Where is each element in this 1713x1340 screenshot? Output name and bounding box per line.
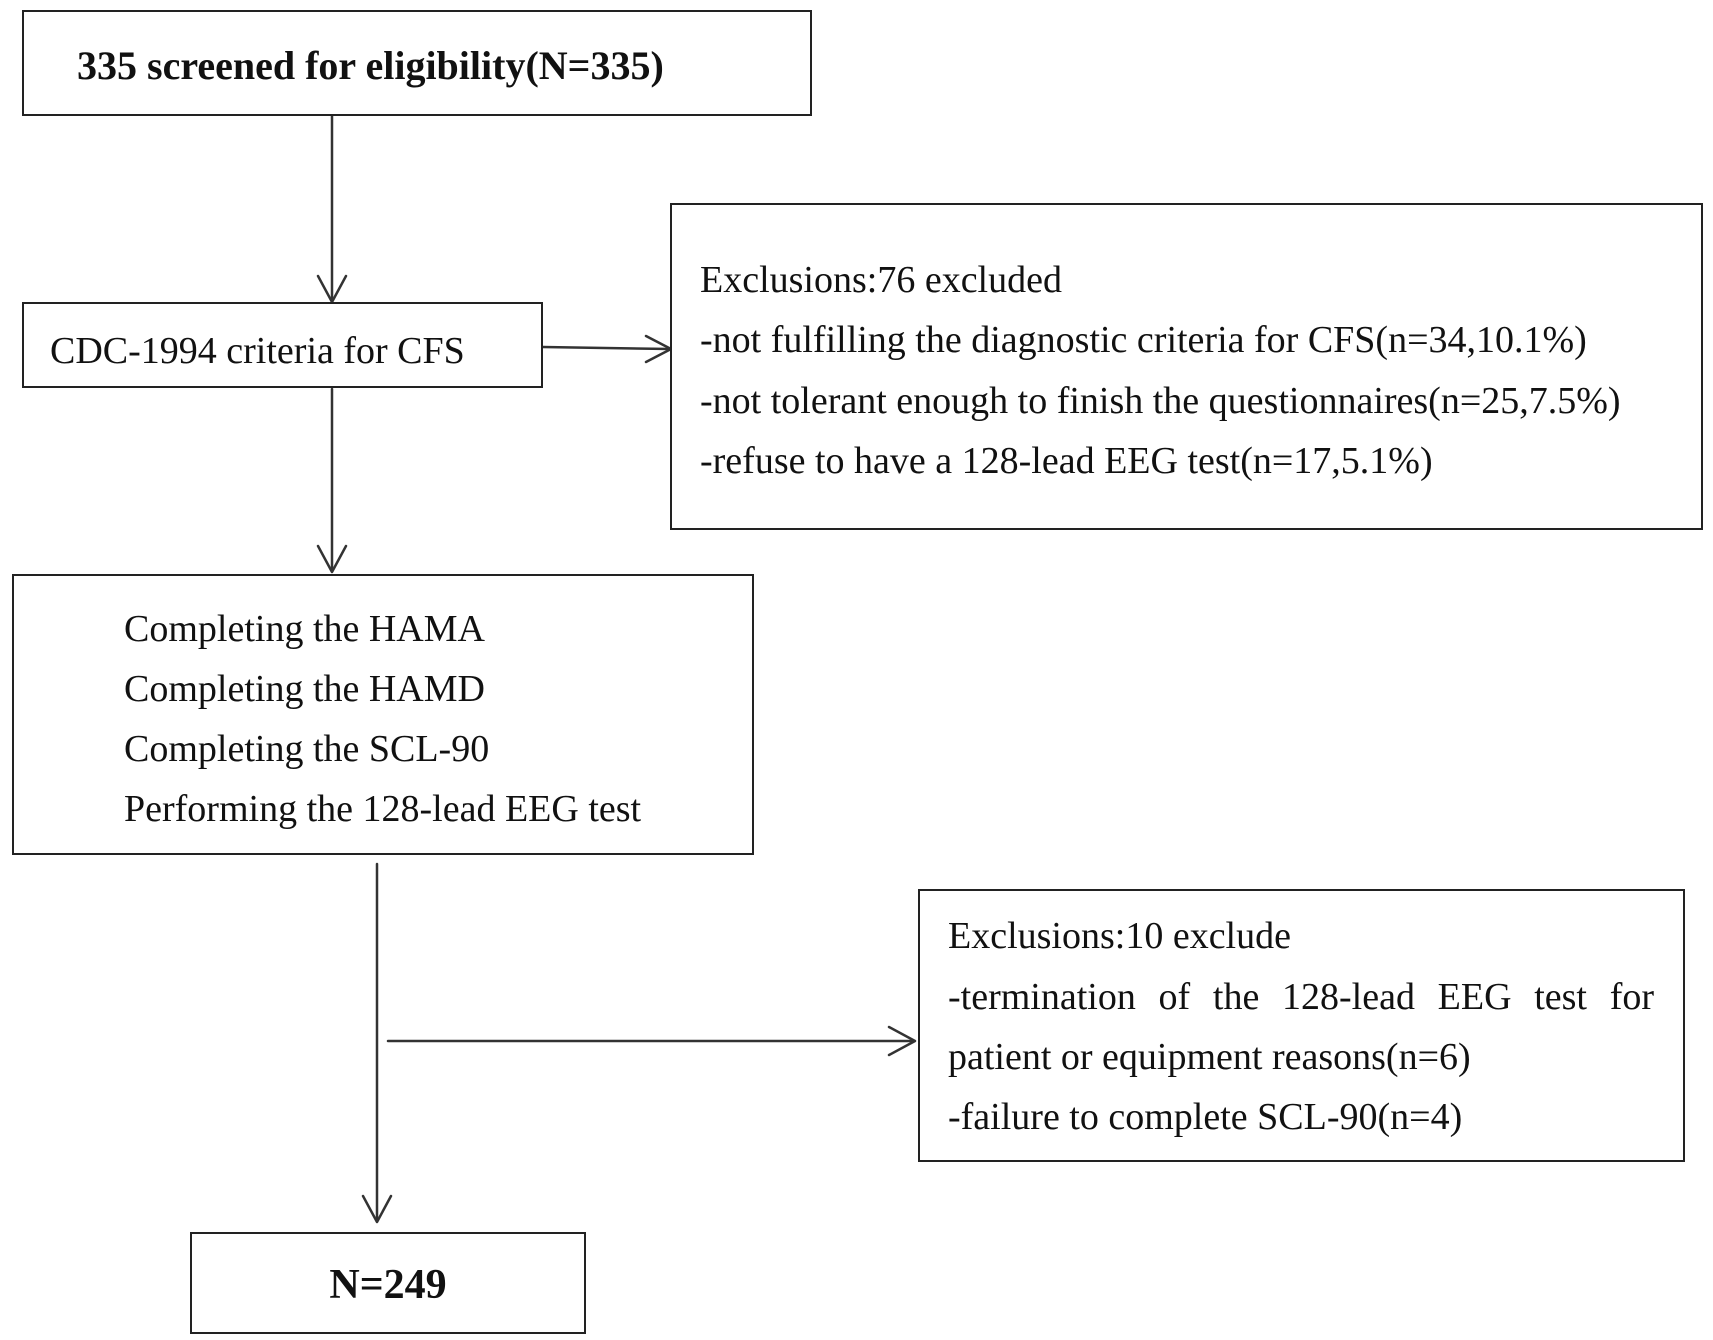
exclusion-item-questionnaires: -not tolerant enough to finish the quest…: [700, 380, 1621, 422]
exclusion-item-eeg-refusal: -refuse to have a 128-lead EEG test(n=17…: [700, 440, 1433, 482]
assessment-item-scl90: Completing the SCL-90: [124, 728, 490, 770]
exclusions-76-box: Exclusions:76 excluded -not fulfilling t…: [670, 203, 1703, 530]
arrow-criteria-to-exclusions: [541, 345, 672, 351]
exclusion-item-scl90-failure: -failure to complete SCL-90(n=4): [948, 1096, 1463, 1138]
exclusion-item-eeg-termination-cont: patient or equipment reasons(n=6): [948, 1036, 1471, 1078]
assessment-item-hamd: Completing the HAMD: [124, 668, 485, 710]
final-box: N=249: [190, 1232, 586, 1334]
screening-text: 335 screened for eligibility(N=335): [77, 43, 664, 88]
assessment-item-eeg: Performing the 128-lead EEG test: [124, 788, 642, 830]
assessment-item-hama: Completing the HAMA: [124, 608, 485, 650]
criteria-text: CDC-1994 criteria for CFS: [50, 330, 465, 372]
assessments-box: Completing the HAMA Completing the HAMD …: [12, 574, 754, 855]
arrowhead-branch-to-exclusions: [887, 1025, 917, 1057]
exclusion-item-criteria: -not fulfilling the diagnostic criteria …: [700, 319, 1587, 361]
arrowhead-criteria-to-assessments: [316, 544, 348, 574]
criteria-box: CDC-1994 criteria for CFS: [22, 302, 543, 388]
exclusions-10-title: Exclusions:10 exclude: [948, 915, 1291, 957]
exclusions-10-box: Exclusions:10 exclude -termination of th…: [918, 889, 1685, 1162]
screening-box: 335 screened for eligibility(N=335): [22, 10, 812, 116]
arrowhead-screening-to-criteria: [316, 274, 348, 304]
arrowhead-assessments-to-final: [361, 1194, 393, 1224]
exclusions-76-title: Exclusions:76 excluded: [700, 259, 1062, 301]
arrowhead-criteria-to-exclusions: [644, 334, 673, 364]
exclusion-item-eeg-termination: -termination of the 128-lead EEG test fo…: [948, 976, 1654, 1018]
final-text: N=249: [329, 1262, 447, 1308]
